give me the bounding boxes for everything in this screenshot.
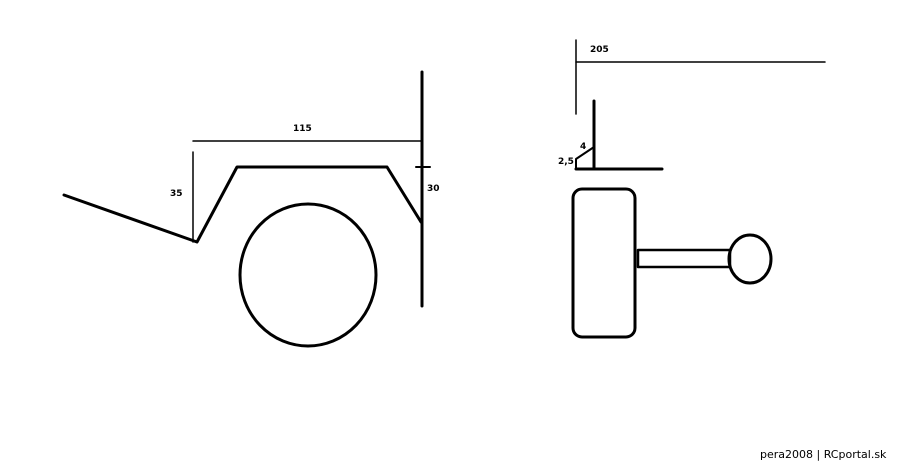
credit-text: pera2008 | RCportal.sk	[760, 448, 887, 461]
side-view: 115 35 30	[62, 70, 440, 348]
side-label: 30	[427, 184, 440, 194]
flange-label: 2,5	[558, 157, 574, 167]
axle	[636, 248, 732, 269]
wheel-front	[571, 187, 637, 339]
height-label: 35	[170, 189, 183, 199]
length-label: 115	[293, 124, 312, 134]
width-label: 205	[590, 45, 609, 55]
upright-label: 4	[580, 142, 586, 152]
hub-knob	[727, 233, 773, 285]
fender-flange	[575, 146, 595, 170]
front-view: 205 4 2,5	[558, 39, 826, 339]
fender-outline	[62, 165, 423, 244]
wheel-circle	[238, 202, 378, 348]
